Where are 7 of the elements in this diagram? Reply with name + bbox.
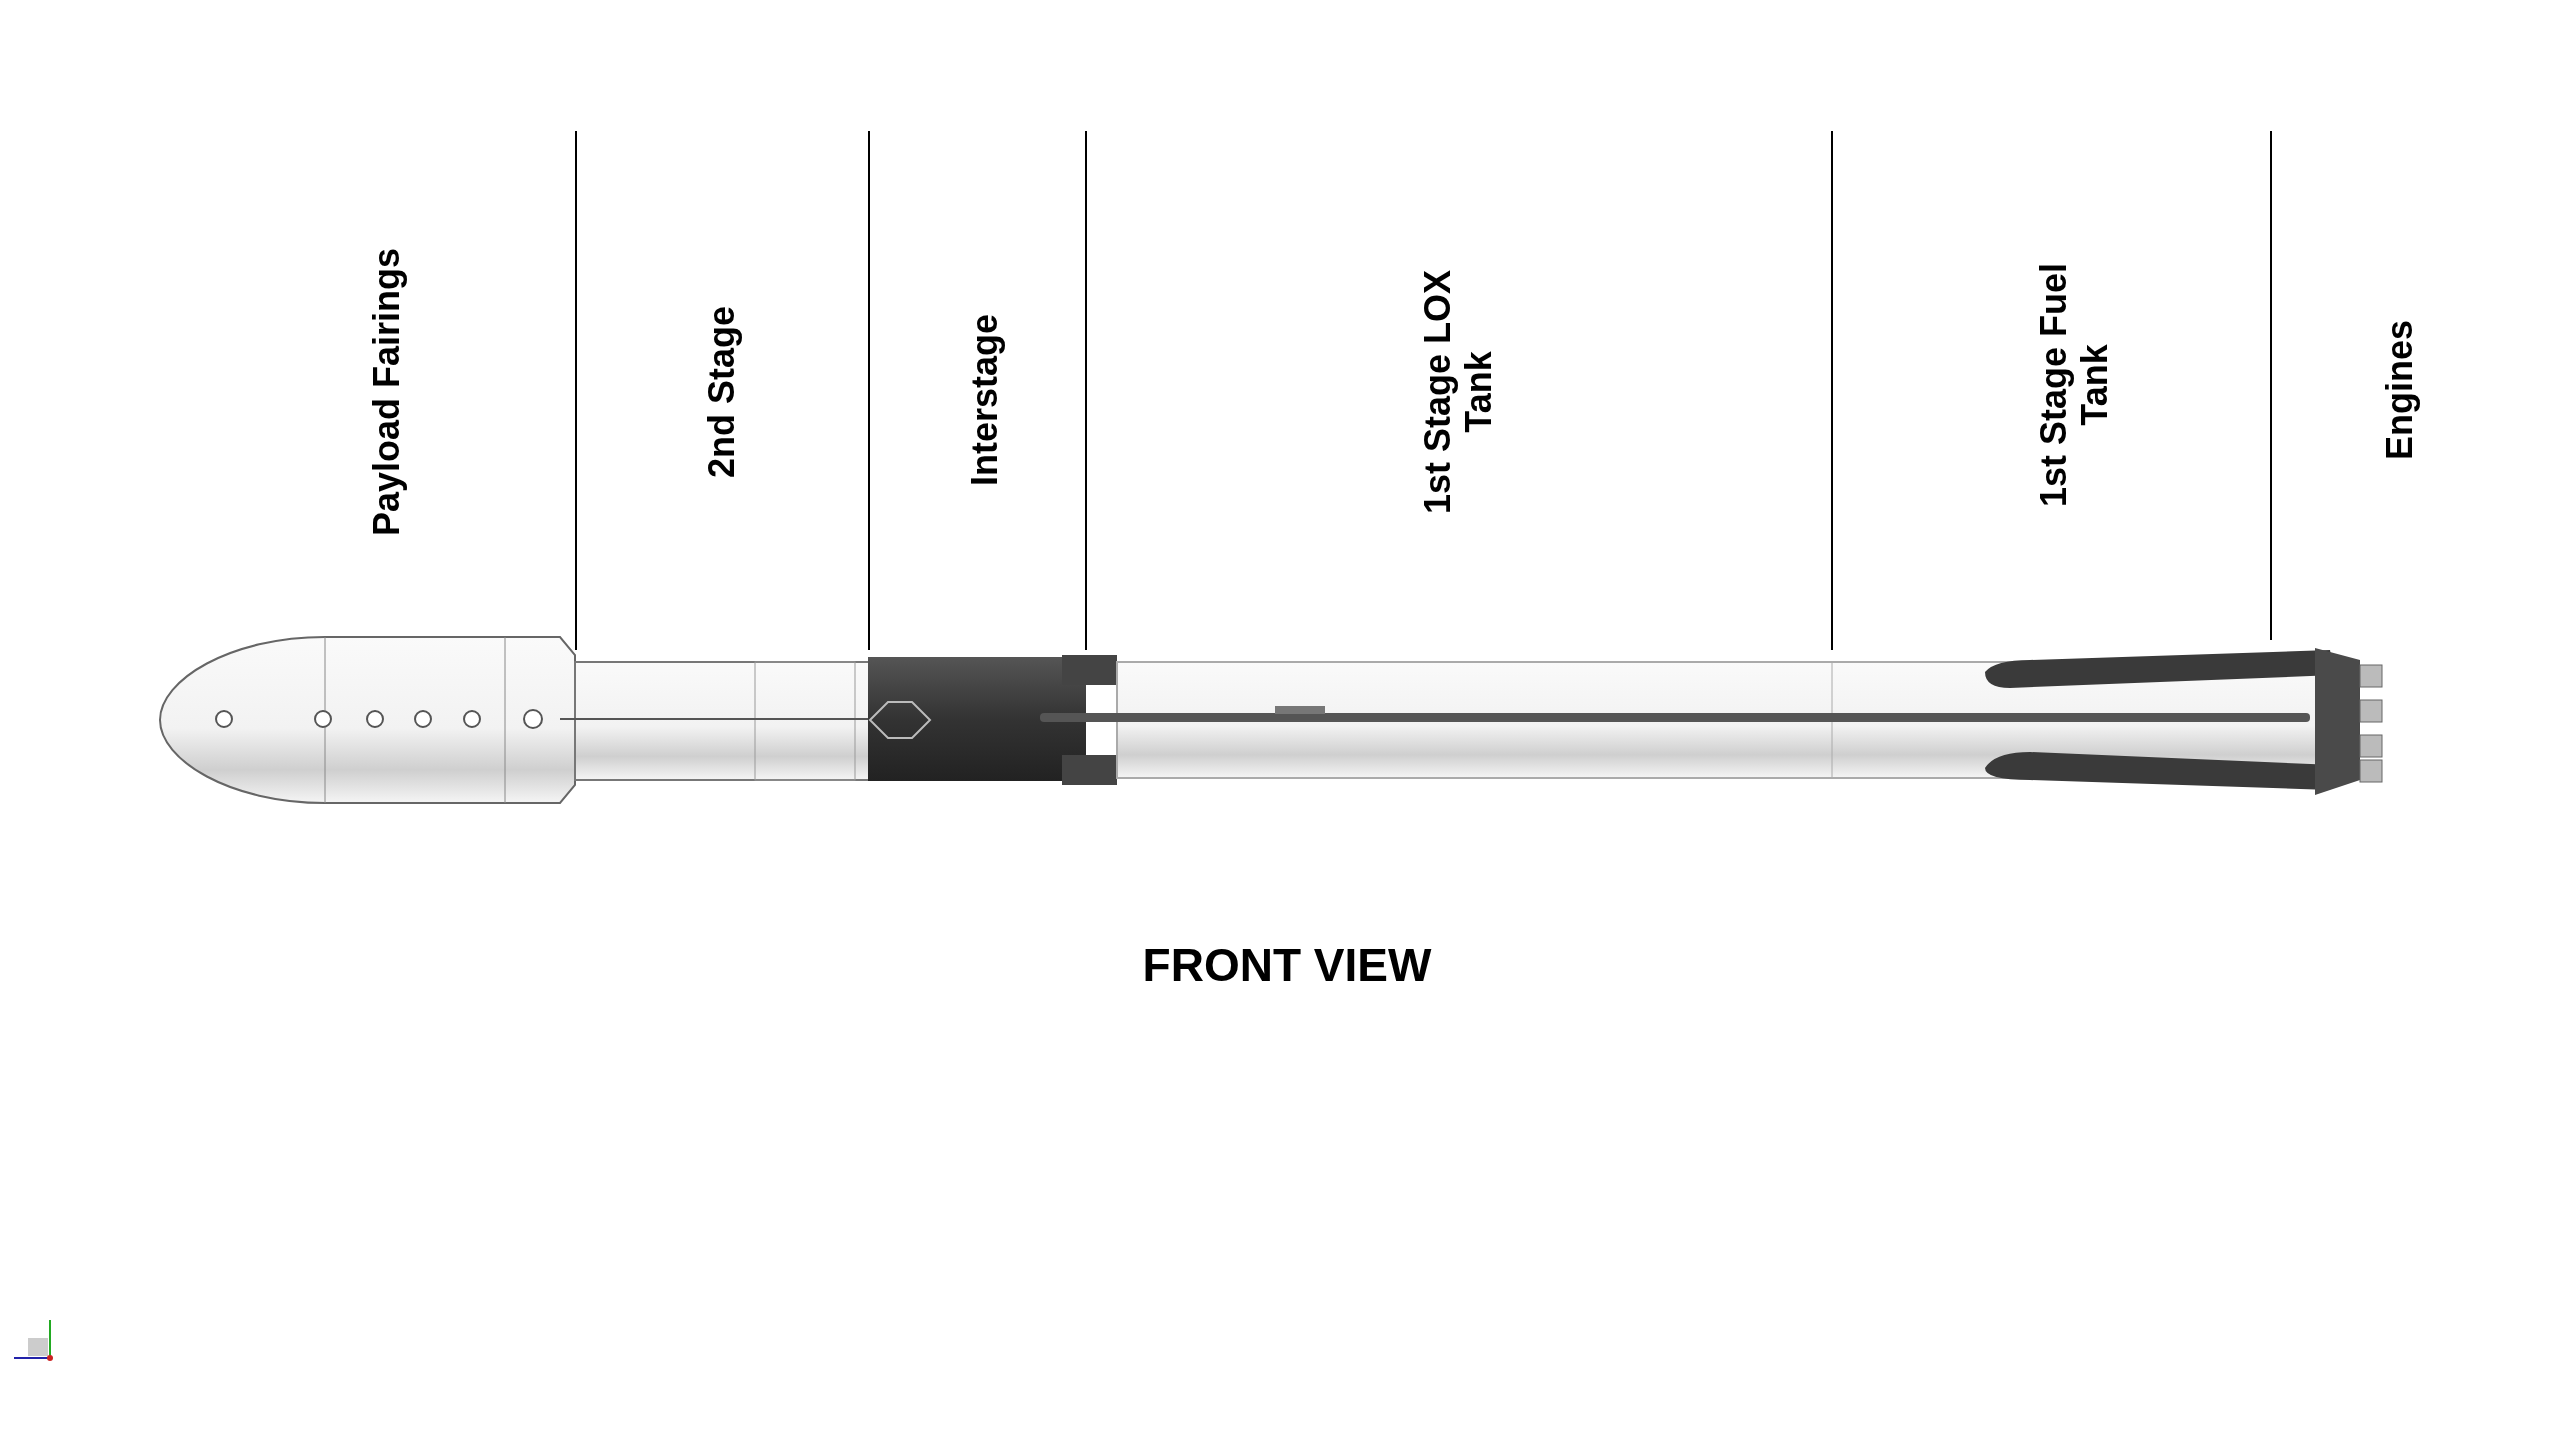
section-label: Payload Fairings (366, 246, 408, 539)
view-title: FRONT VIEW (1142, 938, 1432, 992)
section-label: 2nd Stage (701, 305, 743, 481)
section-label: Engines (2379, 319, 2421, 462)
section-label: Interstage (964, 312, 1006, 489)
section-label: 1st Stage Fuel Tank (2032, 261, 2116, 510)
section-label: 1st Stage LOX Tank (1416, 268, 1500, 517)
